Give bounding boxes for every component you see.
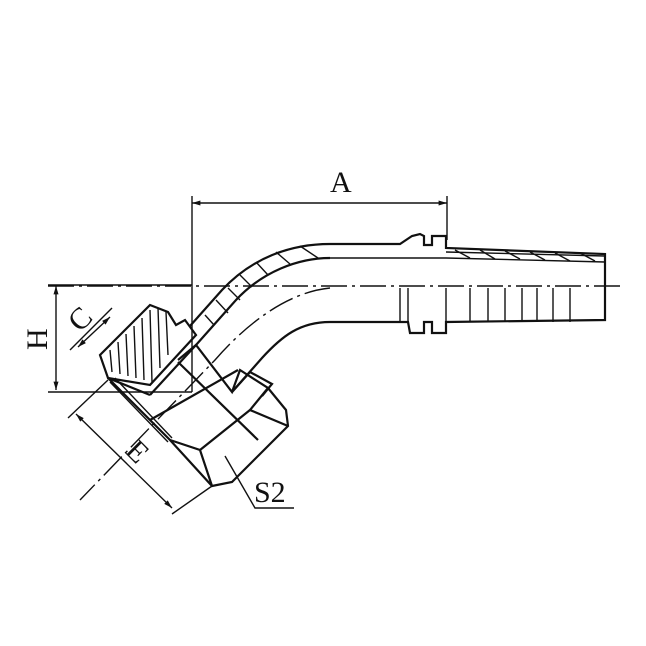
dimension-h: H	[21, 284, 192, 393]
centerline	[48, 285, 625, 501]
dimension-label-a: A	[330, 166, 352, 199]
dimension-label-e: E	[119, 434, 155, 470]
dimension-label-h: H	[21, 328, 54, 350]
elbow-bend	[189, 242, 331, 393]
leader-s2: S2	[224, 455, 294, 509]
dimension-label-s2: S2	[254, 476, 286, 509]
dimension-c: C	[62, 300, 113, 351]
hose-tail	[330, 232, 607, 335]
dimension-a: A	[191, 166, 448, 392]
